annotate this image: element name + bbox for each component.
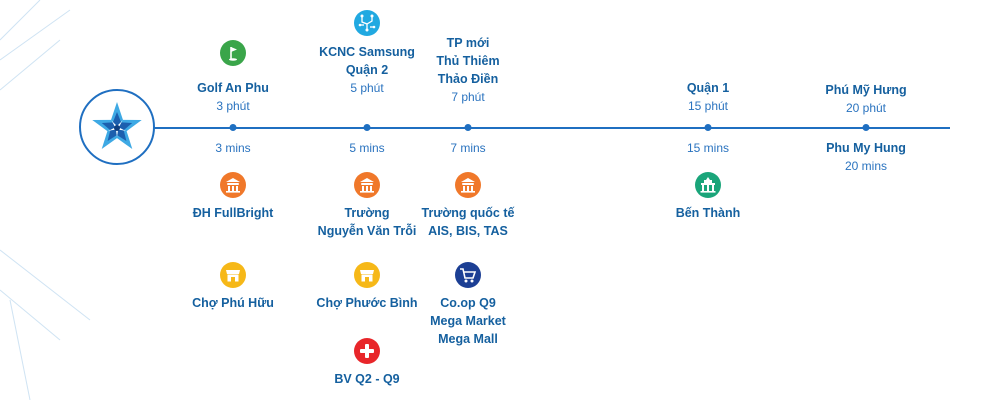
amenity-label: AIS, BIS, TAS	[428, 224, 508, 238]
travel-time-en: 20 mins	[844, 159, 888, 173]
amenity-label: Chợ Phước Bình	[316, 296, 418, 310]
amenity-label: Nguyễn Văn Trỗi	[317, 224, 417, 238]
shopping-cart-icon	[455, 262, 481, 288]
education-icon	[220, 172, 246, 198]
travel-time: 15 phút	[687, 99, 729, 113]
amenity-label: Trường quốc tế	[421, 206, 515, 220]
location-name: Thủ Thiêm	[436, 54, 500, 68]
location-name: TP mới	[446, 36, 490, 50]
location-name: Phú Mỹ Hưng	[825, 83, 907, 97]
travel-time-en: 15 mins	[686, 141, 730, 155]
education-icon	[455, 172, 481, 198]
timeline-dot	[363, 124, 371, 131]
education-icon	[354, 172, 380, 198]
timeline-dot	[862, 124, 870, 131]
amenity-label: Co.op Q9	[440, 296, 496, 310]
golf-icon	[220, 40, 246, 66]
timeline-dot	[464, 124, 472, 131]
market-icon	[354, 262, 380, 288]
amenity-label: Mega Mall	[438, 332, 498, 346]
landmark-icon	[695, 172, 721, 198]
location-name: Golf An Phu	[197, 81, 269, 95]
hospital-icon	[354, 338, 380, 364]
timeline-line	[140, 127, 950, 129]
decorative-lines	[0, 0, 91, 400]
location-name: KCNC Samsung	[319, 45, 415, 59]
travel-time: 3 phút	[216, 99, 250, 113]
amenity-label: ĐH FullBright	[192, 206, 274, 220]
travel-time-en: 5 mins	[349, 141, 385, 155]
location-name: Quận 1	[686, 81, 730, 95]
timeline-dot	[229, 124, 237, 131]
circuit-icon	[354, 10, 380, 36]
location-name: Quận 2	[345, 63, 389, 77]
travel-time-en: 3 mins	[215, 141, 251, 155]
timeline-dot	[704, 124, 712, 131]
amenity-label: Mega Market	[430, 314, 506, 328]
location-name: Thảo Điền	[437, 72, 499, 86]
travel-time: 7 phút	[451, 90, 485, 104]
amenity-label: Chợ Phú Hữu	[192, 296, 274, 310]
travel-time: 5 phút	[350, 81, 384, 95]
project-logo-icon	[79, 89, 155, 165]
amenity-label: Trường	[344, 206, 390, 220]
amenity-label: Bến Thành	[675, 206, 741, 220]
market-icon	[220, 262, 246, 288]
amenity-label: BV Q2 - Q9	[334, 372, 400, 386]
travel-time-en: 7 mins	[450, 141, 486, 155]
location-name-en: Phu My Hung	[826, 141, 906, 155]
travel-time: 20 phút	[845, 101, 887, 115]
